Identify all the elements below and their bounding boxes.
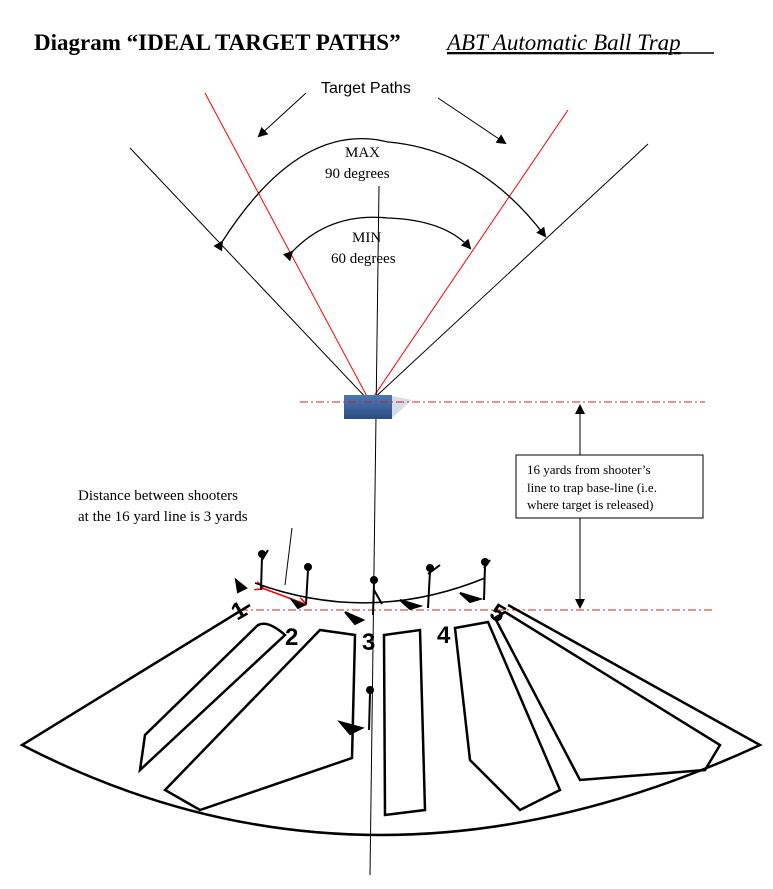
- max-degrees-label: 90 degrees: [325, 166, 390, 182]
- distance-pointer: [284, 527, 293, 586]
- shooters: [234, 549, 491, 736]
- yards-note-box: [515, 454, 704, 519]
- max-path-right: [369, 143, 649, 403]
- shooting-field: [19, 577, 763, 837]
- station-4-label: 4: [437, 622, 451, 649]
- lane-4: [453, 620, 562, 812]
- yards-note-line2: line to trap base-line (i.e.: [527, 480, 657, 495]
- trap-shadow: [392, 396, 412, 418]
- max-arc: [213, 138, 547, 252]
- title-main: Diagram “IDEAL TARGET PATHS”: [34, 30, 401, 55]
- yards-note-line3: where target is released): [527, 497, 653, 512]
- target-paths-arrow-right: [437, 97, 507, 145]
- max-path-left: [129, 147, 371, 403]
- shooter-3: [344, 576, 383, 626]
- min-arc: [282, 216, 472, 262]
- lane-1: [138, 622, 287, 774]
- shooter-5: [459, 558, 491, 604]
- center-line: [369, 185, 380, 876]
- station-3-label: 3: [362, 629, 375, 656]
- lane-5: [493, 610, 722, 782]
- min-label: MIN: [352, 230, 381, 246]
- field-outline: [19, 603, 763, 837]
- lane-3: [382, 628, 427, 817]
- station-1-label: 1: [227, 596, 252, 626]
- shooter-spacing-arrow: [262, 588, 305, 604]
- trap-machine: [344, 395, 392, 419]
- shooter-arc: [254, 577, 486, 604]
- shooter-1: [234, 549, 269, 594]
- station-2-label: 2: [285, 624, 298, 651]
- max-label: MAX: [345, 145, 380, 161]
- target-paths-label: Target Paths: [321, 80, 411, 97]
- distance-note-line2: at the 16 yard line is 3 yards: [78, 509, 248, 525]
- shooter-2: [289, 563, 312, 610]
- yards-note-line1: 16 yards from shooter’s: [527, 462, 651, 477]
- shooter-4: [399, 564, 441, 611]
- min-degrees-label: 60 degrees: [331, 251, 396, 267]
- target-paths-arrow-left: [257, 92, 307, 138]
- distance-note-line1: Distance between shooters: [78, 488, 238, 504]
- shooter-waiting: [337, 686, 374, 736]
- lane-2: [162, 628, 357, 812]
- min-path-right: [369, 109, 569, 403]
- title-subtitle: ABT Automatic Ball Trap: [445, 30, 681, 55]
